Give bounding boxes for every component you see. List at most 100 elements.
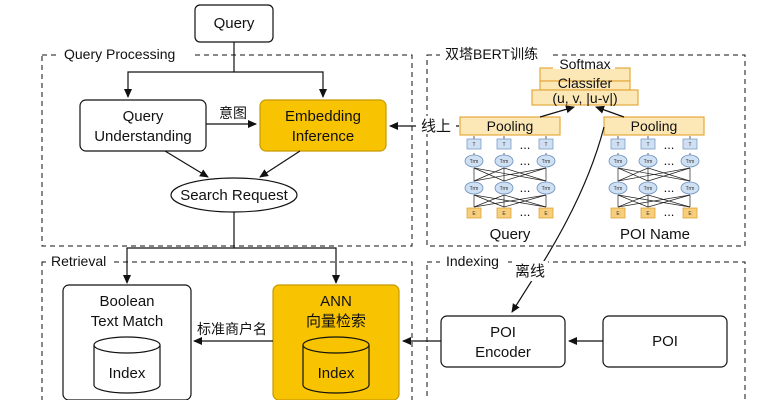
tower-right-label: POI Name (620, 226, 690, 243)
bert-tower-left: T T T ... Trm Trm Trm ... Trm Trm Trm ..… (464, 136, 556, 243)
ann-line1: ANN (320, 293, 352, 310)
token-bottom-label: E (502, 211, 506, 217)
edge-search-to-boolean (123, 212, 235, 284)
edge-query-to-embedding (234, 71, 327, 98)
boolean-line1: Boolean (99, 293, 154, 310)
poi-encoder-line2: Encoder (475, 344, 531, 361)
ellipsis: ... (520, 153, 531, 168)
indexing-region (426, 261, 746, 400)
classifier-label: Classifer (558, 75, 613, 91)
section-title-query-processing: Query Processing (64, 46, 175, 62)
trm-upper-3 (680, 154, 700, 168)
bert-tower-right: T T T ... Trm Trm Trm ... Trm Trm Trm ..… (608, 136, 700, 243)
search-request-label: Search Request (180, 187, 288, 204)
token-bottom-label: E (472, 211, 476, 217)
edge-pool-left-to-classifier (539, 105, 575, 118)
edge-understanding-to-search (164, 150, 209, 178)
token-bottom-2 (640, 207, 656, 219)
edge-label-intent: 意图 (219, 105, 247, 121)
trm-label: Trm (470, 159, 479, 165)
pooling-right-box (603, 116, 705, 136)
token-top-3 (538, 138, 554, 150)
token-bottom-1 (466, 207, 482, 219)
trm-lower-2 (638, 181, 658, 195)
query-understanding-line2: Understanding (94, 128, 192, 145)
pooling-left-label: Pooling (487, 118, 534, 134)
ellipsis: ... (520, 204, 531, 219)
section-title-bert: 双塔BERT训练 (445, 46, 538, 62)
trm-label: Trm (686, 159, 695, 165)
token-top-3 (682, 138, 698, 150)
token-top-label: T (646, 142, 649, 148)
bert-training-region (426, 54, 746, 247)
trm-label: Trm (542, 186, 551, 192)
boolean-line2: Text Match (91, 313, 164, 330)
trm-label: Trm (470, 186, 479, 192)
token-top-label: T (616, 142, 619, 148)
trm-label: Trm (500, 159, 509, 165)
trm-label: Trm (542, 159, 551, 165)
token-bottom-2 (496, 207, 512, 219)
ellipsis: ... (520, 180, 531, 195)
index-left-database-icon (93, 336, 161, 394)
token-top-label: T (688, 142, 691, 148)
ellipsis: ... (520, 137, 531, 152)
token-top-1 (610, 138, 626, 150)
ann-line2: 向量检索 (306, 313, 366, 330)
ellipsis: ... (664, 204, 675, 219)
token-top-2 (640, 138, 656, 150)
trm-lower-3 (680, 181, 700, 195)
trm-upper-2 (638, 154, 658, 168)
trm-upper-3 (536, 154, 556, 168)
poi-encoder-line1: POI (490, 324, 516, 341)
query-node-label: Query (214, 15, 255, 32)
query-understanding-node (79, 99, 207, 152)
poi-label: POI (652, 333, 678, 350)
edge-offline (511, 126, 605, 313)
query-understanding-line1: Query (123, 108, 164, 125)
token-top-label: T (544, 142, 547, 148)
embedding-inference-line1: Embedding (285, 108, 361, 125)
retrieval-region (41, 261, 413, 400)
token-bottom-label: E (646, 211, 650, 217)
trm-label: Trm (686, 186, 695, 192)
ellipsis: ... (664, 137, 675, 152)
index-left-label: Index (109, 365, 146, 382)
trm-upper-1 (608, 154, 628, 168)
token-bottom-3 (682, 207, 698, 219)
token-top-2 (496, 138, 512, 150)
uv-label: (u, v, |u-v|) (552, 90, 617, 106)
edge-pool-right-to-classifier (595, 105, 625, 118)
embedding-inference-line2: Inference (292, 128, 355, 145)
token-bottom-3 (538, 207, 554, 219)
ellipsis: ... (664, 153, 675, 168)
trm-upper-2 (494, 154, 514, 168)
edge-query-to-understanding (124, 42, 235, 98)
token-top-label: T (472, 142, 475, 148)
index-right-label: Index (318, 365, 355, 382)
trm-upper-1 (464, 154, 484, 168)
trm-label: Trm (644, 159, 653, 165)
trm-label: Trm (644, 186, 653, 192)
embedding-inference-node (259, 99, 387, 152)
token-top-1 (466, 138, 482, 150)
token-bottom-label: E (544, 211, 548, 217)
ellipsis: ... (664, 180, 675, 195)
edge-embedding-to-search (259, 150, 301, 178)
section-title-retrieval: Retrieval (51, 253, 106, 269)
index-right-database-icon (302, 336, 370, 394)
query-processing-region (41, 54, 413, 247)
edge-search-to-ann (234, 247, 340, 284)
uv-box (531, 89, 639, 106)
token-top-label: T (502, 142, 505, 148)
token-bottom-1 (610, 207, 626, 219)
edge-label-merchant-name: 标准商户名 (197, 321, 267, 337)
section-title-indexing: Indexing (446, 253, 499, 269)
token-bottom-label: E (616, 211, 620, 217)
trm-lower-2 (494, 181, 514, 195)
trm-lower-3 (536, 181, 556, 195)
edge-label-online: 线上 (421, 118, 451, 135)
softmax-label: Softmax (559, 56, 610, 72)
pooling-right-label: Pooling (631, 118, 678, 134)
